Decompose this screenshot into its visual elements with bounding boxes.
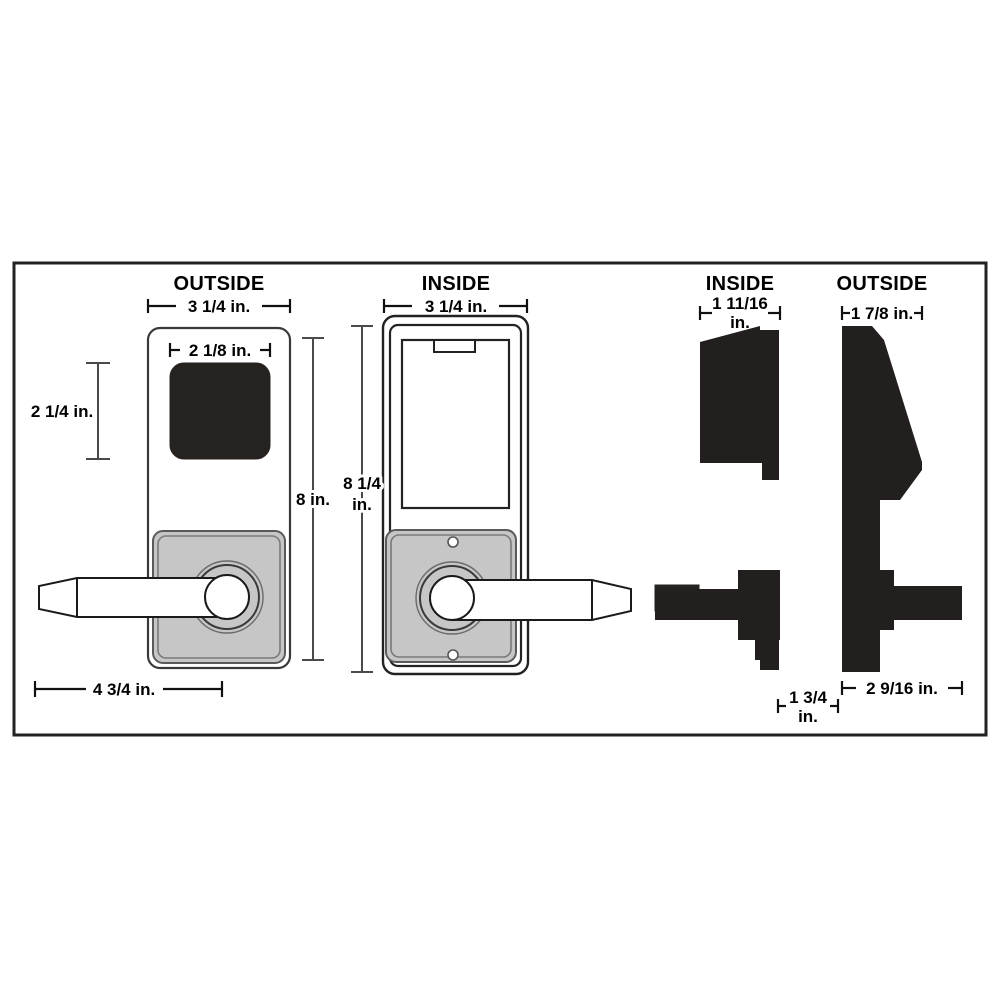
dim-label-lever-projection: 4 3/4 in. bbox=[93, 680, 155, 699]
outside-lever-hub bbox=[204, 574, 250, 620]
dim-label-inside-profile-depth-line2: in. bbox=[730, 313, 750, 332]
dim-outside-profile-depth: 1 7/8 in. bbox=[840, 304, 924, 323]
view-title-outside-front: OUTSIDE bbox=[174, 273, 265, 295]
inside-cover-latch-slot[interactable] bbox=[433, 339, 476, 353]
dim-label-inside-plate-height-line1: 8 1/4 bbox=[343, 474, 381, 493]
dim-outside-plate-height: 8 in. bbox=[293, 337, 333, 661]
inside-cover-panel bbox=[400, 338, 511, 510]
view-title-inside-front: INSIDE bbox=[422, 273, 490, 295]
inside-profile-hub-block bbox=[738, 570, 780, 640]
view-title-inside-profile: INSIDE bbox=[706, 273, 774, 295]
dim-inside-hub-depth: 1 3/4 in. bbox=[776, 688, 840, 726]
dim-inside-profile-depth: 1 11/16 in. bbox=[698, 294, 782, 332]
dim-label-keypad-height: 2 1/4 in. bbox=[31, 402, 93, 421]
dim-label-outside-plate-height: 8 in. bbox=[296, 490, 330, 509]
outside-profile-hub-block bbox=[842, 500, 880, 672]
dim-label-inside-hub-depth-line1: 1 3/4 bbox=[789, 688, 827, 707]
dim-outside-plate-width: 3 1/4 in. bbox=[146, 297, 292, 316]
diagram-frame bbox=[12, 261, 988, 737]
dim-label-inside-plate-width: 3 1/4 in. bbox=[425, 297, 487, 316]
dim-label-outside-profile-depth: 1 7/8 in. bbox=[851, 304, 913, 323]
dim-label-outside-plate-width: 3 1/4 in. bbox=[188, 297, 250, 316]
inside-screw-hole-bottom bbox=[447, 649, 459, 661]
dim-keypad-width: 2 1/8 in. bbox=[168, 341, 272, 360]
inside-screw-hole-top bbox=[447, 536, 459, 548]
dim-label-inside-profile-depth-line1: 1 11/16 bbox=[712, 294, 768, 313]
view-title-outside-profile: OUTSIDE bbox=[837, 273, 928, 295]
dim-label-outside-hub-depth: 2 9/16 in. bbox=[866, 679, 938, 698]
outside-lever-handle[interactable] bbox=[38, 577, 228, 618]
dim-label-keypad-width: 2 1/8 in. bbox=[189, 341, 251, 360]
dim-label-inside-plate-height-line2: in. bbox=[352, 495, 372, 514]
dim-inside-plate-width: 3 1/4 in. bbox=[382, 297, 529, 316]
inside-profile-silhouette bbox=[655, 326, 779, 670]
dim-outside-hub-depth: 2 9/16 in. bbox=[840, 679, 964, 698]
dim-inside-plate-height: 8 1/4 in. bbox=[340, 325, 384, 673]
inside-lever-hub bbox=[429, 575, 475, 621]
inside-lever-handle[interactable] bbox=[451, 579, 632, 621]
keypad-panel[interactable] bbox=[169, 362, 271, 460]
dim-lever-projection: 4 3/4 in. bbox=[33, 680, 224, 699]
dim-keypad-height: 2 1/4 in. bbox=[31, 362, 110, 460]
dim-label-inside-hub-depth-line2: in. bbox=[798, 707, 818, 726]
